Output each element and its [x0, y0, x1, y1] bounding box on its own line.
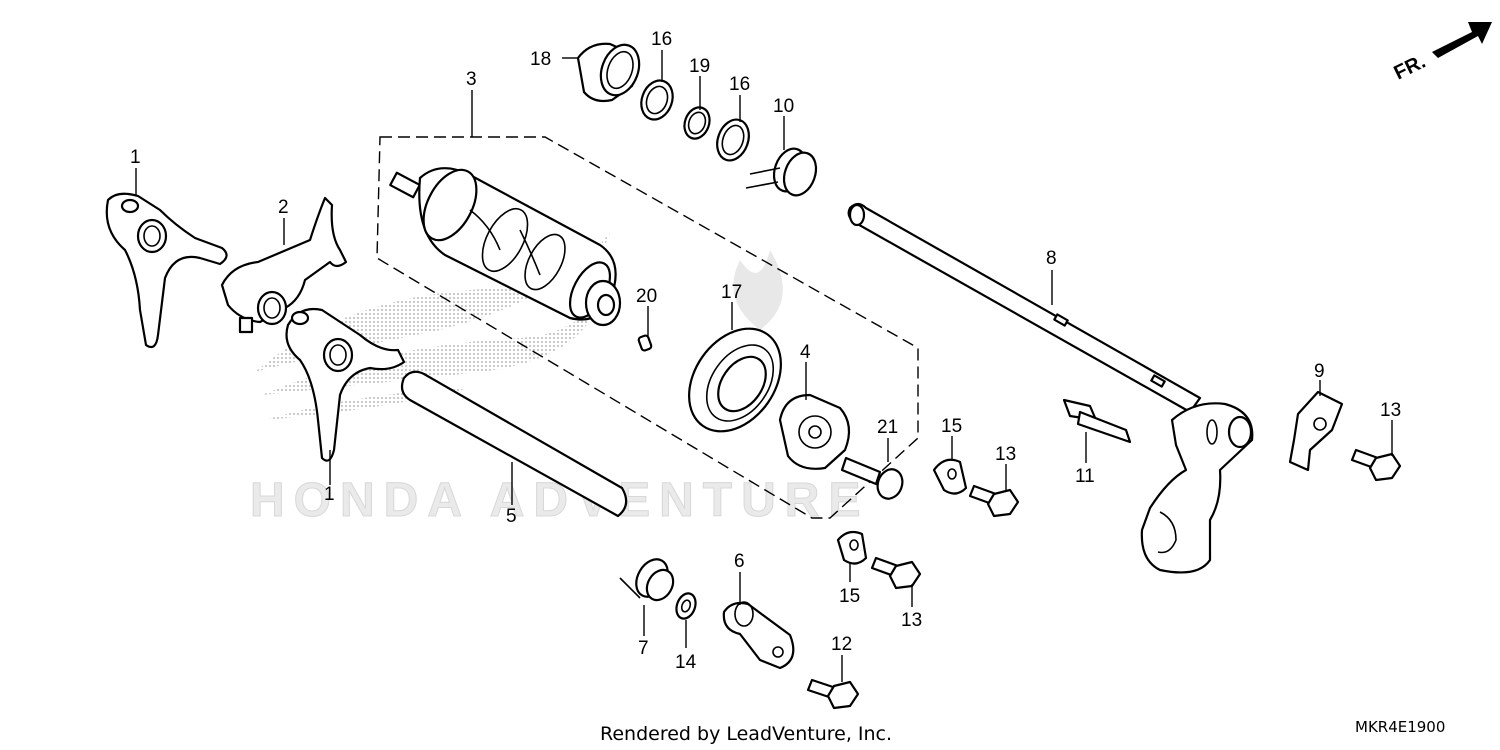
diagram-code: MKR4E1900	[1355, 718, 1445, 736]
callout-4: 4	[800, 342, 811, 363]
callout-13-right: 13	[1380, 400, 1401, 421]
gearshift-spindle-8	[847, 202, 1202, 414]
socket-bolt-21	[840, 456, 904, 500]
callout-18: 18	[530, 49, 551, 70]
callout-10: 10	[773, 96, 794, 117]
shift-fork-1-upper	[105, 192, 228, 349]
watermark-text: HONDA ADVENTURE	[250, 474, 869, 527]
shift-fork-2	[220, 196, 348, 334]
footer-credit: Rendered by LeadVenture, Inc.	[600, 723, 892, 745]
flange-bolt-13c	[870, 556, 922, 590]
callout-13-mid: 13	[995, 444, 1016, 465]
callouts: 1 2 1 3 4 5 6 7 8 9 10 11 12 13 13 13 14…	[130, 29, 1401, 673]
callout-8: 8	[1046, 248, 1057, 269]
callout-12: 12	[831, 634, 852, 655]
washer-14	[675, 592, 697, 620]
callout-15-upper: 15	[941, 416, 962, 437]
flange-bolt-12	[806, 678, 860, 710]
circlip-19	[683, 106, 711, 140]
callout-16-left: 16	[651, 29, 672, 50]
callout-16-right: 16	[729, 74, 750, 95]
callout-20: 20	[636, 286, 657, 307]
callout-6: 6	[734, 551, 745, 572]
callout-13-low: 13	[901, 610, 922, 631]
flange-bolt-13b	[968, 484, 1020, 518]
needle-bearing	[576, 42, 641, 103]
plate-9	[1288, 390, 1344, 472]
washer-16a	[640, 79, 674, 121]
callout-17: 17	[721, 282, 742, 303]
washer-16b	[716, 118, 750, 162]
callout-11: 11	[1075, 466, 1095, 487]
callout-19: 19	[689, 56, 710, 77]
callout-3: 3	[466, 69, 477, 90]
front-indicator-label: FR.	[1391, 51, 1430, 85]
callout-21: 21	[877, 417, 898, 438]
stopper-arm-6	[722, 601, 795, 670]
callout-1-lower: 1	[324, 484, 335, 505]
callout-2: 2	[278, 197, 289, 218]
stud-bolt-11	[1062, 398, 1132, 444]
front-arrow-icon: FR.	[1391, 22, 1492, 84]
fork-shaft-5	[400, 370, 628, 518]
spring-10	[745, 147, 818, 197]
leader-lines	[135, 50, 1393, 682]
callout-9: 9	[1314, 361, 1325, 382]
ball-bearing-17	[688, 327, 782, 433]
flange-bolt-13a	[1350, 448, 1402, 482]
callout-1-upper: 1	[130, 147, 141, 168]
washer-plate-15a	[932, 458, 968, 495]
callout-14: 14	[675, 652, 697, 673]
spring-7	[619, 558, 675, 602]
gearshift-arm	[1140, 402, 1254, 574]
shift-fork-1-lower	[285, 307, 406, 462]
callout-7: 7	[638, 638, 649, 659]
pin-20	[637, 334, 653, 352]
callout-15-lower: 15	[839, 586, 860, 607]
shift-drum	[389, 167, 622, 327]
drum-center-4	[778, 393, 851, 470]
callout-5: 5	[506, 506, 517, 527]
washer-plate-15b	[836, 530, 868, 565]
